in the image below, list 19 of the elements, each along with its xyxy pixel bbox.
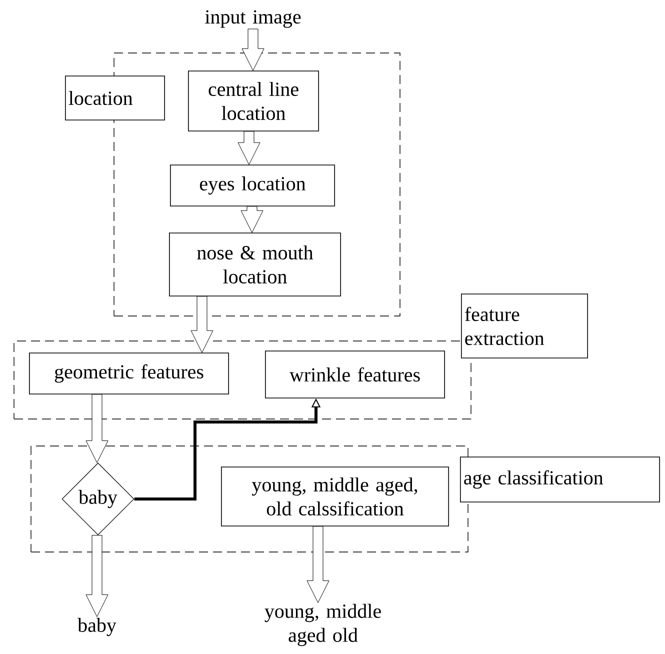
process-box: young, middle aged, old calssification (221, 466, 449, 526)
block-arrow (242, 28, 264, 71)
process-box: geometric features (29, 352, 229, 394)
flow-text: input image (205, 10, 301, 28)
process-box: wrinkle features (265, 350, 445, 398)
group-heading: feature extraction (461, 294, 588, 358)
process-box: eyes location (170, 164, 335, 206)
process-box: central line location (188, 70, 319, 132)
block-arrow (240, 206, 264, 233)
process-box: nose & mouth location (169, 232, 341, 296)
block-arrow (86, 535, 108, 617)
block-arrow (306, 526, 330, 603)
group-heading: location (65, 76, 165, 120)
flow-text: young, middle aged old (264, 604, 381, 646)
block-arrow (238, 131, 260, 165)
flow-text: baby (78, 618, 116, 636)
group-heading: age classification (460, 456, 660, 502)
block-arrow (190, 296, 214, 353)
block-arrow (86, 394, 108, 463)
